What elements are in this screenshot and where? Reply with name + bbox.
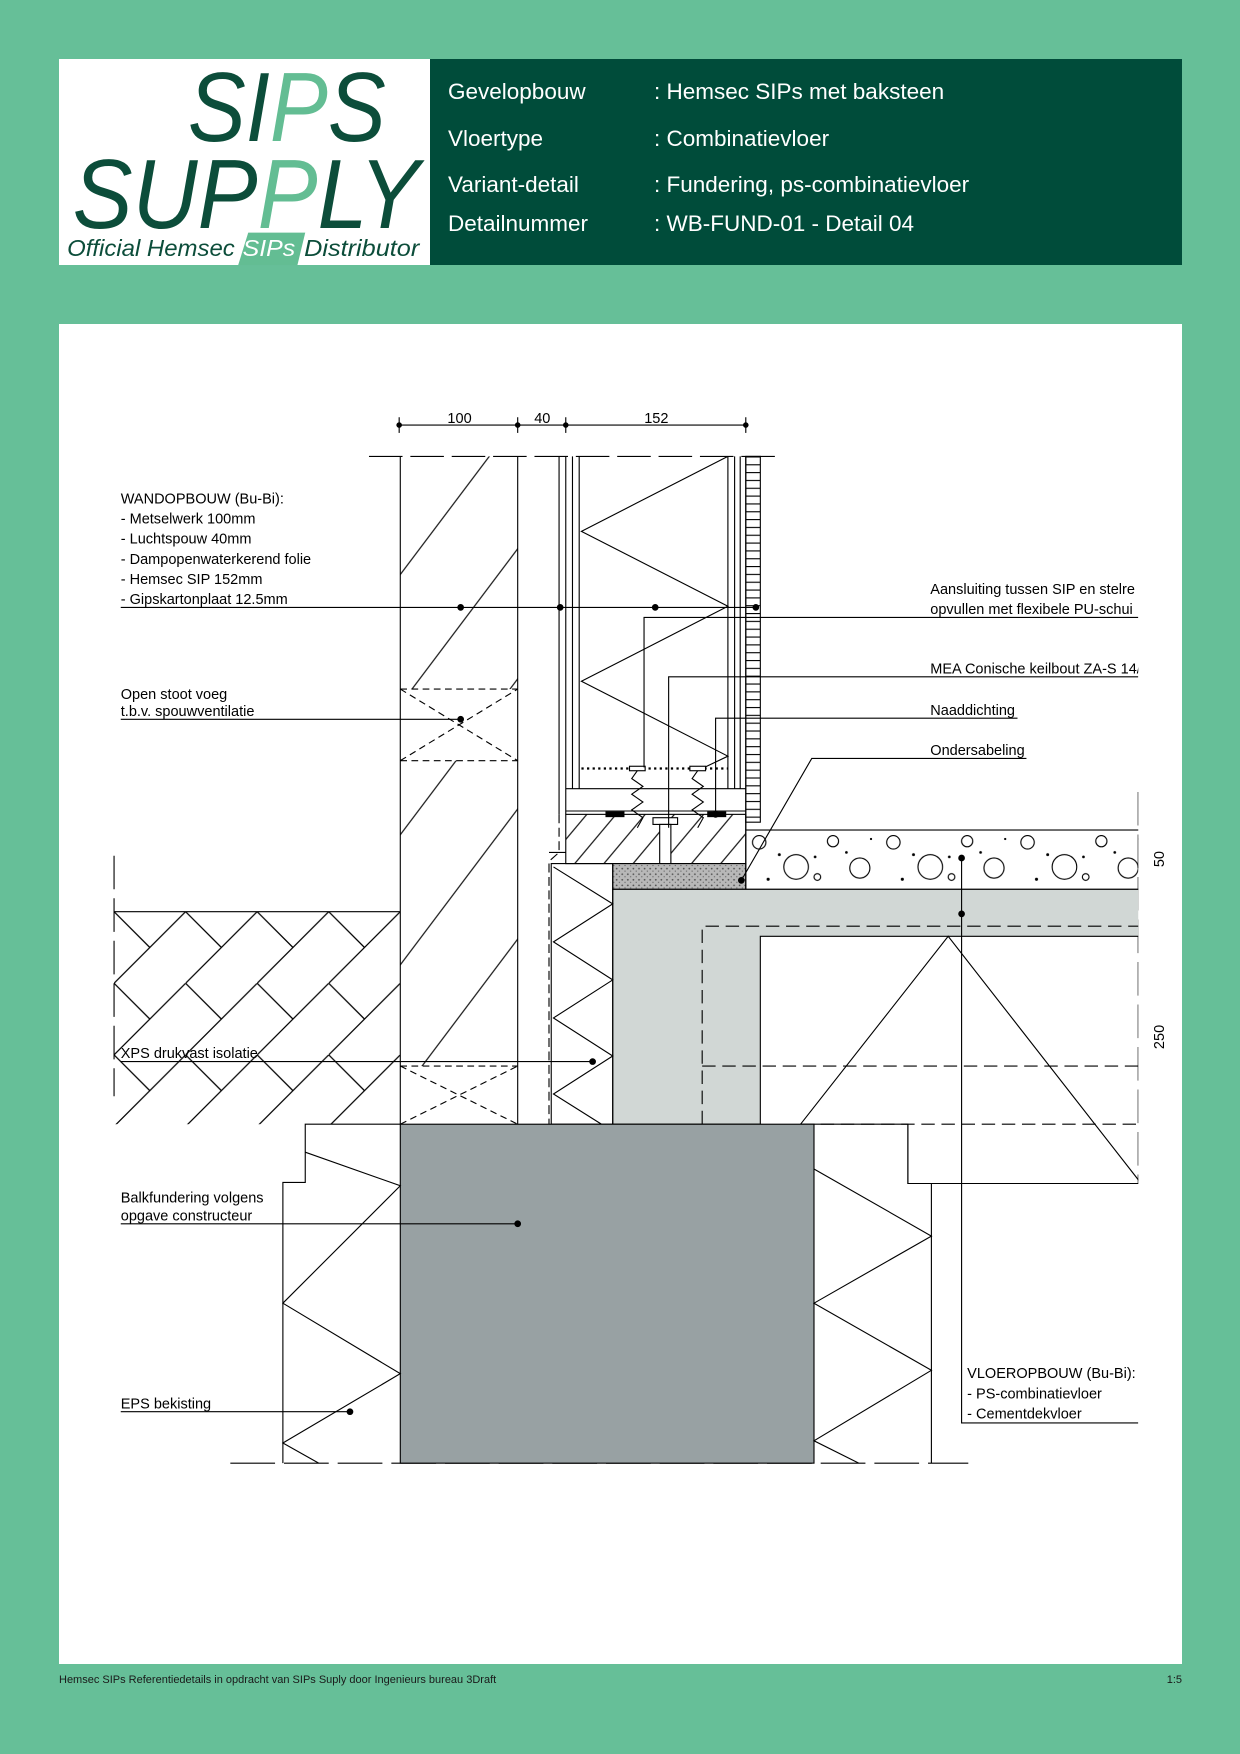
title-value: : Hemsec SIPs met baksteen (654, 79, 945, 104)
logo-panel (59, 59, 430, 265)
title-value: : WB-FUND-01 - Detail 04 (654, 211, 915, 236)
footer-scale: 1:5 (1166, 1674, 1182, 1686)
title-value: : Fundering, ps-combinatievloer (654, 172, 970, 197)
title-label: Vloertype (448, 126, 544, 151)
title-block (430, 59, 1182, 265)
title-row-detail-number: Detailnummer : WB-FUND-01 - Detail 04 (448, 210, 1168, 238)
title-value: : Combinatievloer (654, 126, 830, 151)
title-label: Variant-detail (448, 172, 579, 197)
footer-credit: Hemsec SIPs Referentiedetails in opdrach… (59, 1674, 497, 1686)
title-label: Detailnummer (448, 211, 589, 236)
title-row-floor-type: Vloertype : Combinatievloer (448, 125, 1168, 153)
title-label: Gevelopbouw (448, 79, 586, 104)
title-row-facade: Gevelopbouw : Hemsec SIPs met baksteen (448, 78, 1168, 106)
drawing-sheet (59, 324, 1182, 1664)
title-row-variant: Variant-detail : Fundering, ps-combinati… (448, 171, 1168, 199)
